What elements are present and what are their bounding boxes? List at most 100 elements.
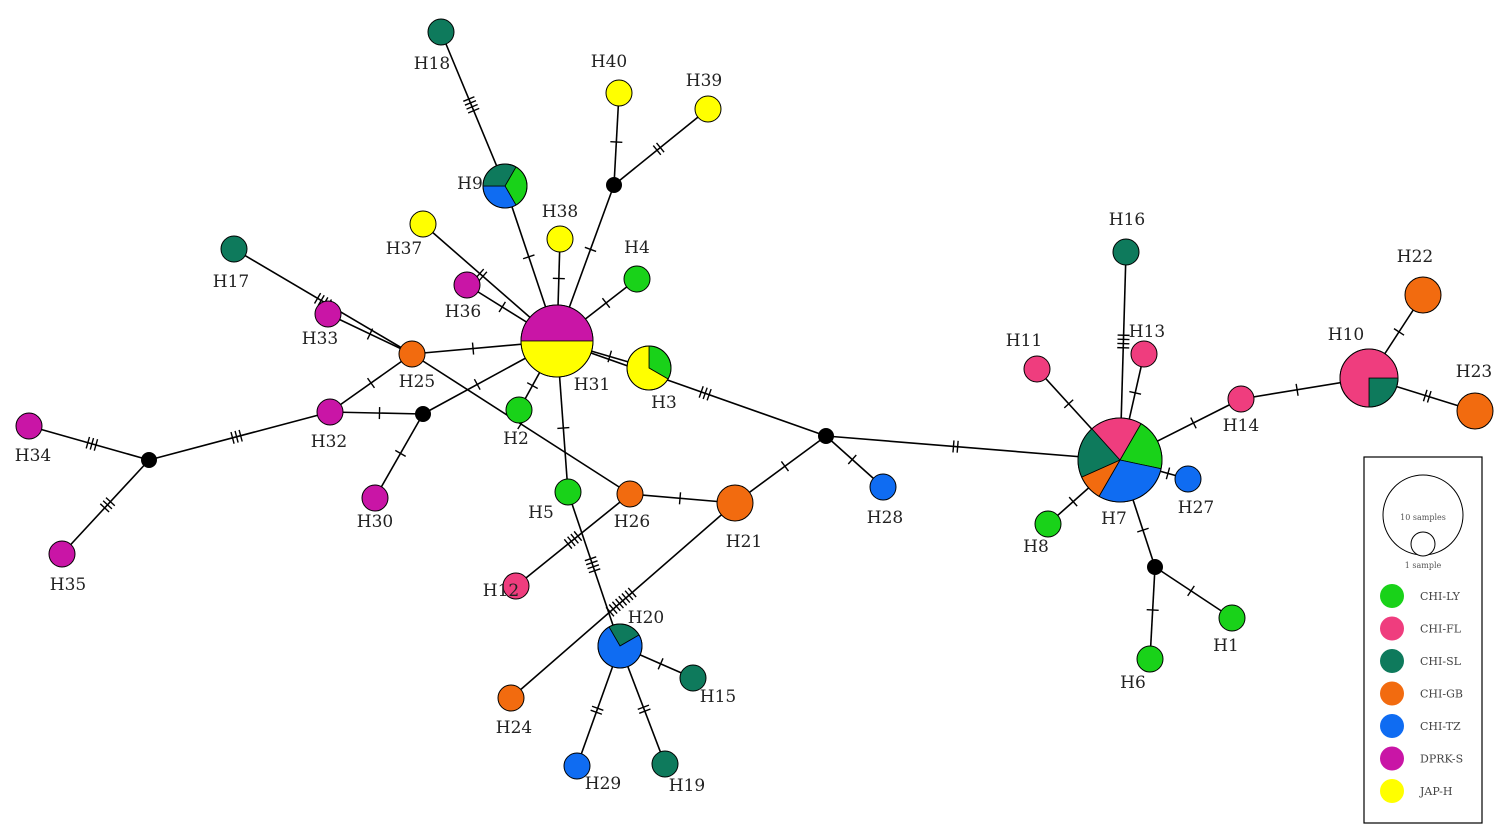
haplotype-label-h23: H23 [1456,362,1492,382]
mutation-mark [780,460,790,472]
edge-mv2-H30 [374,413,424,499]
pie-slice-jap-h [409,210,437,238]
mutation-mark [366,328,374,340]
legend-size-large-label: 10 samples [1400,513,1446,522]
edge-H5-H20 [567,491,621,647]
mutation-mark [585,560,598,566]
mutation-mark [234,430,239,443]
edge-H32-mv3 [148,411,331,461]
mutation-mark [655,142,665,153]
pie-slice-jap-h [520,340,594,378]
mutation-mark [627,587,637,598]
mutation-mark [1137,527,1149,533]
haplotype-node-h40 [605,79,633,107]
pie-slice-chi-fl [1227,385,1255,413]
legend-swatch-jap-h [1380,779,1404,803]
haplotype-node-h23 [1456,392,1494,430]
mutation-mark [621,593,631,603]
mutation-mark [698,386,704,398]
haplotype-label-h16: H16 [1109,210,1145,230]
mutation-mark [610,140,623,144]
haplotype-node-h25 [398,340,426,368]
haplotype-node-h12 [502,572,530,600]
pie-slice-chi-ly [505,396,533,424]
haplotype-node-h8 [1034,510,1062,538]
haplotype-node-h37 [409,210,437,238]
edge-H39-mv1 [613,108,709,186]
haplotype-label-h7: H7 [1101,509,1127,529]
mutation-mark [1295,383,1299,396]
haplotype-node-h24 [497,684,525,712]
mutation-mark [638,708,651,714]
mutation-mark [99,503,110,513]
pie-slice-chi-ly [1218,604,1246,632]
pie-slice-chi-ly [1136,645,1164,673]
haplotype-label-h27: H27 [1178,498,1214,518]
edge-H33-H25 [327,313,413,355]
haplotype-label-h5: H5 [528,503,554,523]
pie-slice-chi-tz [869,473,897,501]
mutation-mark [952,440,955,453]
haplotype-label-h1: H1 [1213,636,1239,656]
mutation-mark [1393,328,1405,336]
mutation-mark [478,271,488,282]
pie-slice-chi-gb [1456,392,1494,430]
pie-slice-dprk-s [48,540,76,568]
pie-slice-dprk-s [15,412,43,440]
haplotype-label-h19: H19 [669,776,705,796]
mutation-mark [1426,390,1432,403]
pie-slice-chi-ly [1034,510,1062,538]
legend-swatch-dprk-s [1380,746,1404,771]
mutation-mark [1129,390,1142,395]
mutation-mark [466,103,478,110]
mutation-mark [611,601,621,612]
haplotype-label-h31: H31 [574,375,610,395]
haplotype-label-h25: H25 [399,372,435,392]
haplotype-node-h9 [482,163,528,209]
mutation-mark [105,497,116,507]
median-vector-mv2 [415,406,431,422]
pie-slice-chi-gb [616,480,644,508]
haplotype-label-h15: H15 [700,687,736,707]
legend-label-chi-sl: CHI-SL [1420,655,1462,668]
edge-mv5-H1 [1154,566,1233,619]
legend-items: CHI-LYCHI-FLCHI-SLCHI-GBCHI-TZDPRK-SJAP-… [1380,584,1463,803]
haplotype-node-h15 [679,664,707,692]
mutation-mark [1165,467,1171,480]
mutation-mark [573,530,583,542]
edge-mv5-H6 [1146,566,1159,660]
mutation-mark [498,301,507,313]
mutation-mark [618,595,628,606]
mutation-mark [93,438,99,451]
pie-slice-jap-h [694,95,722,123]
mutation-mark [601,297,611,309]
haplotype-label-h22: H22 [1397,247,1433,267]
edge-H31-mv4 [556,340,827,437]
pie-slice-chi-gb [398,340,426,368]
mutation-mark [588,568,601,574]
haplotype-node-h13 [1130,340,1158,368]
haplotype-label-h26: H26 [614,512,650,532]
pie-slice-chi-fl [1130,340,1158,368]
pie-slice-chi-sl [427,18,455,46]
mutation-mark [230,431,235,444]
haplotype-node-h5 [554,478,582,506]
mutation-mark [956,440,959,453]
median-vector-mv5 [1147,559,1163,575]
mutation-mark [526,382,539,390]
mutation-mark [464,99,477,106]
pie-slice-dprk-s [520,304,594,342]
mutation-mark [637,704,650,711]
pie-slice-chi-gb [1404,276,1442,314]
haplotype-label-h9: H9 [457,174,483,194]
haplotype-node-h19 [651,750,679,778]
pie-slice-chi-sl [679,664,707,692]
mutation-mark [607,350,613,363]
haplotype-label-h18: H18 [414,54,450,74]
mutation-mark [584,556,597,562]
mutation-mark [1068,496,1078,507]
pie-slice-chi-ly [554,478,582,506]
haplotype-label-h10: H10 [1328,325,1364,345]
legend-size-small-label: 1 sample [1405,561,1442,570]
haplotype-node-h7 [1077,417,1163,503]
